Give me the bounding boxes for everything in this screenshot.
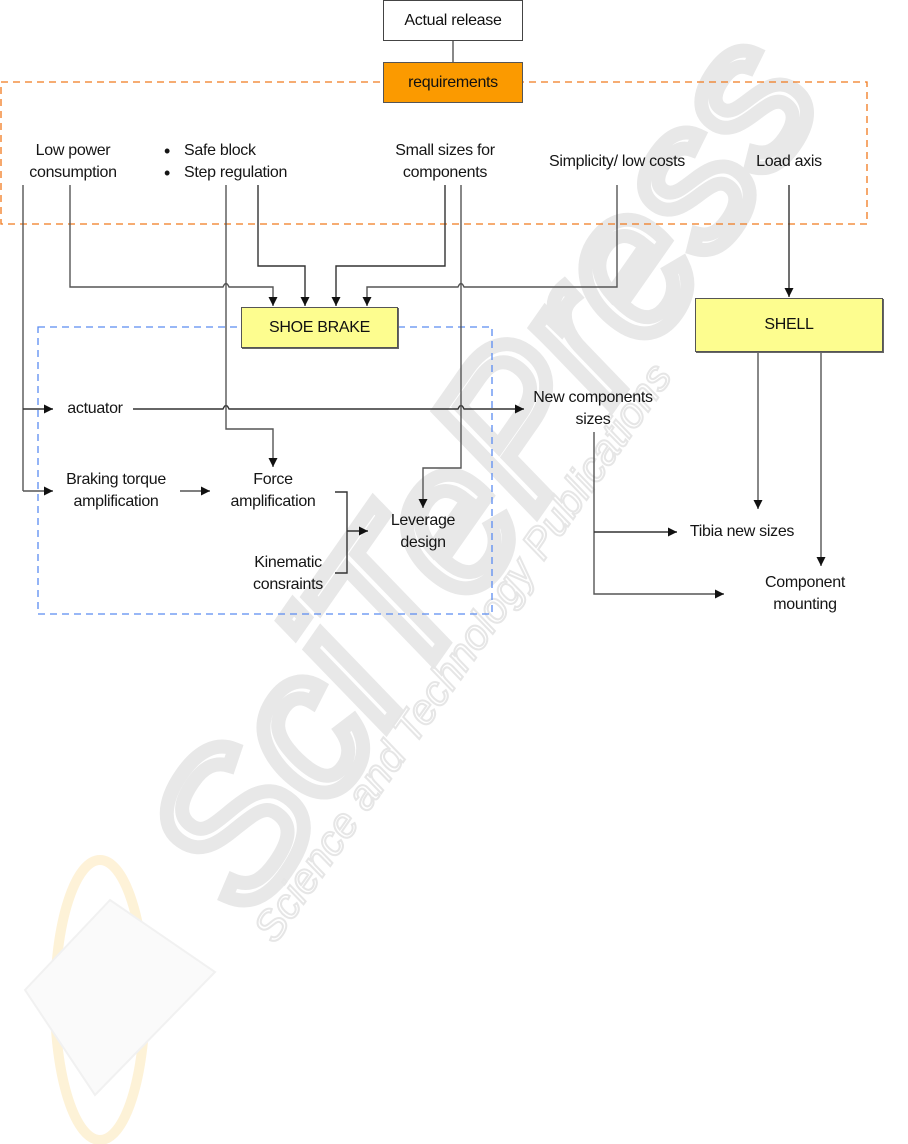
tibia-text: Tibia new sizes — [689, 523, 795, 540]
watermark-logo-icon — [23, 855, 217, 1144]
edge-safety-force — [225, 185, 278, 467]
actual-release-box: Actual release — [383, 0, 523, 41]
edge-smallsizes-leverage — [418, 185, 462, 508]
kinematic-constraints-label: Kinematic consraints — [238, 552, 338, 596]
new-components-line-2: sizes — [575, 411, 611, 428]
leverage-line-1: Leverage — [390, 512, 456, 529]
leverage-design-label: Leverage design — [378, 510, 468, 554]
simplicity-low-costs-label: Simplicity/ low costs — [542, 151, 692, 173]
force-amp-line-2: amplification — [230, 493, 316, 510]
shoe-brake-label: SHOE BRAKE — [268, 318, 371, 336]
actuator-text: actuator — [67, 400, 123, 417]
kinematic-line-1: Kinematic — [254, 554, 322, 571]
edge-simplicity-shoebrake — [362, 185, 618, 306]
small-sizes-line-1: Small sizes for — [395, 142, 495, 159]
low-power-consumption-label: Low power consumption — [28, 140, 118, 184]
load-axis-label: Load axis — [748, 151, 830, 173]
edge-safety-shoebrake — [257, 185, 310, 306]
shoe-brake-box: SHOE BRAKE — [241, 307, 398, 348]
component-mounting-line-2: mounting — [773, 596, 837, 613]
edge-actuator-newcomponents — [133, 404, 524, 414]
force-amp-line-1: Force — [253, 471, 293, 488]
new-components-line-1: New components — [533, 389, 653, 406]
shell-label: SHELL — [764, 316, 814, 333]
actuator-label: actuator — [60, 398, 130, 420]
edge-smallsizes-shoebrake — [331, 185, 446, 306]
safety-requirements-list: Safe block Step regulation — [162, 140, 287, 184]
leverage-line-2: design — [400, 534, 446, 551]
component-mounting-label: Component mounting — [755, 572, 855, 616]
shell-box: SHELL — [695, 298, 883, 352]
braking-torque-line-1: Braking torque — [66, 471, 166, 488]
low-power-line-2: consumption — [29, 164, 117, 181]
step-regulation-item: Step regulation — [162, 162, 287, 184]
force-amplification-label: Force amplification — [222, 469, 324, 513]
requirements-box: requirements — [383, 62, 523, 103]
edge-newcomponents-trunk — [593, 432, 724, 599]
shoe-brake-group-border — [37, 326, 493, 615]
safe-block-item: Safe block — [162, 140, 287, 162]
edge-bracket — [335, 491, 348, 574]
low-power-line-1: Low power — [35, 142, 111, 159]
braking-torque-amplification-label: Braking torque amplification — [60, 469, 172, 513]
simplicity-text: Simplicity/ low costs — [549, 153, 685, 170]
small-sizes-label: Small sizes for components — [385, 140, 505, 184]
new-components-sizes-label: New components sizes — [528, 387, 658, 431]
load-axis-text: Load axis — [756, 153, 822, 170]
tibia-new-sizes-label: Tibia new sizes — [682, 521, 802, 543]
actual-release-label: Actual release — [404, 11, 502, 29]
edge-lowpower-shoebrake — [69, 185, 278, 306]
braking-torque-line-2: amplification — [73, 493, 159, 510]
requirements-label: requirements — [408, 73, 498, 91]
small-sizes-line-2: components — [402, 164, 488, 181]
component-mounting-line-1: Component — [764, 574, 846, 591]
kinematic-line-2: consraints — [253, 576, 323, 593]
